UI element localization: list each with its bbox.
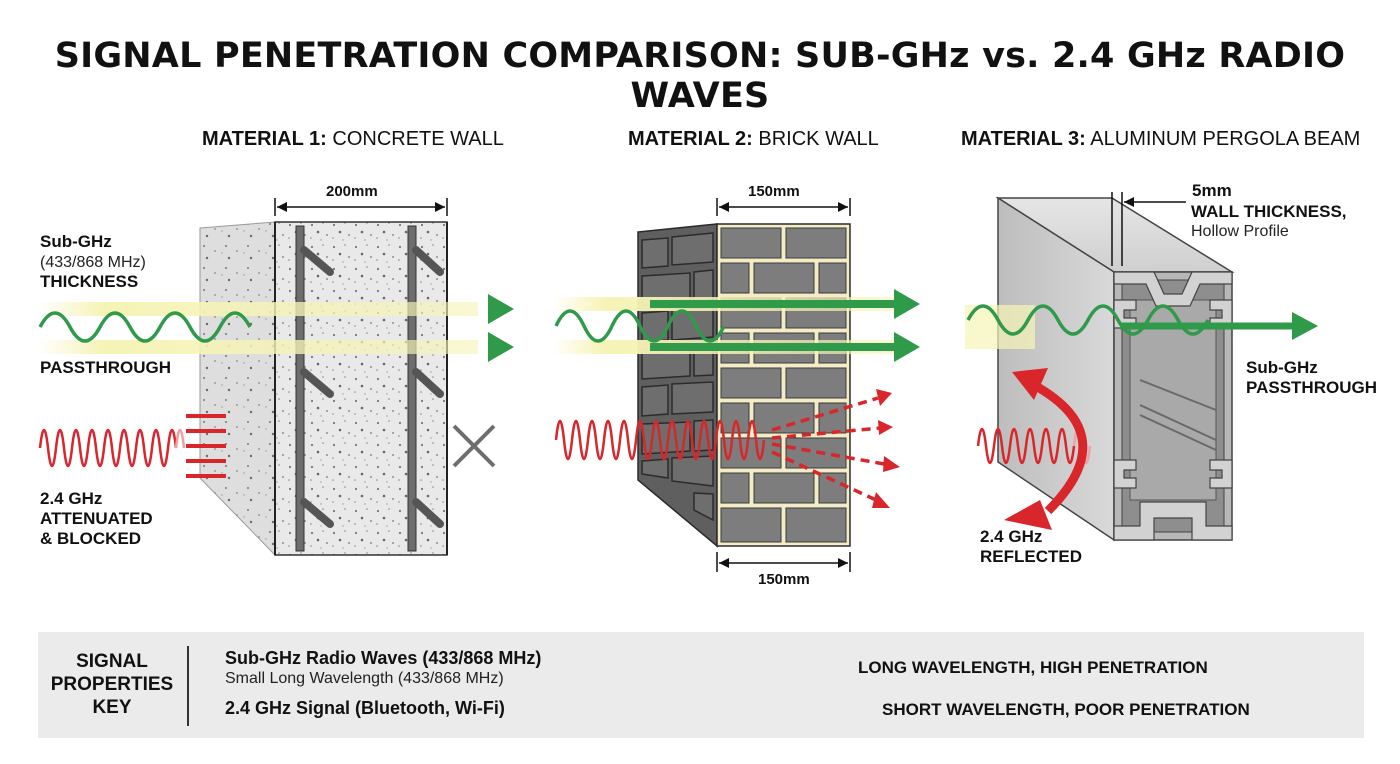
key-line: SIGNAL bbox=[76, 651, 148, 672]
brick-dimension-bottom bbox=[716, 552, 851, 572]
thickness-label: THICKNESS bbox=[40, 272, 139, 291]
material-prefix: MATERIAL 1: bbox=[202, 128, 327, 150]
material-heading-aluminum: MATERIAL 3: ALUMINUM PERGOLA BEAM bbox=[961, 128, 1360, 151]
brick-dimension-bottom-label: 150mm bbox=[758, 571, 810, 588]
key-line: PROPERTIES bbox=[50, 674, 174, 695]
arrow-right-icon bbox=[1292, 312, 1318, 340]
passthrough-label: PASSTHROUGH bbox=[40, 358, 171, 377]
legend-long-description: LONG WAVELENGTH, HIGH PENETRATION bbox=[858, 658, 1208, 677]
aluminum-subghz-label: Sub-GHz bbox=[1246, 358, 1318, 377]
subghz-frequency: (433/868 MHz) bbox=[40, 254, 146, 271]
cross-icon bbox=[452, 424, 496, 468]
material-name: ALUMINUM PERGOLA BEAM bbox=[1090, 128, 1361, 150]
material-name: CONCRETE WALL bbox=[332, 128, 504, 150]
dashed-arrow-icon bbox=[883, 456, 900, 472]
brick-ghz-signal bbox=[554, 389, 900, 508]
reflected-label: REFLECTED bbox=[980, 547, 1082, 566]
rebar bbox=[295, 225, 444, 552]
arrow-right-icon bbox=[488, 294, 514, 324]
blocked-label: & BLOCKED bbox=[40, 529, 142, 548]
curved-double-arrow-icon bbox=[1004, 368, 1088, 530]
aluminum-ghz-signal bbox=[976, 368, 1092, 530]
arrow-right-icon bbox=[894, 332, 920, 362]
page-title: SIGNAL PENETRATION COMPARISON: SUB-GHz v… bbox=[54, 36, 1346, 116]
concrete-dimension-line bbox=[274, 198, 448, 216]
concrete-subghz-signal bbox=[38, 294, 514, 362]
material-heading-brick: MATERIAL 2: BRICK WALL bbox=[628, 128, 879, 151]
dashed-arrow-icon bbox=[872, 492, 890, 508]
brick-dimension-top bbox=[716, 198, 851, 216]
aluminum-dimension-note: Hollow Profile bbox=[1191, 223, 1289, 240]
aluminum-ghz-label: 2.4 GHz bbox=[980, 527, 1043, 546]
brick-subghz-signal bbox=[553, 289, 920, 362]
material-prefix: MATERIAL 3: bbox=[961, 128, 1086, 150]
dashed-arrow-icon bbox=[876, 389, 892, 406]
aluminum-subghz-signal bbox=[965, 304, 1318, 349]
legend-subghz-title: Sub-GHz Radio Waves (433/868 MHz) bbox=[225, 648, 542, 668]
key-line: KEY bbox=[92, 697, 132, 718]
legend-subghz-subtitle: Small Long Wavelength (433/868 MHz) bbox=[225, 670, 504, 687]
concrete-dimension-label: 200mm bbox=[326, 183, 378, 200]
brick-wall bbox=[553, 198, 920, 572]
attenuated-label: ATTENUATED bbox=[40, 509, 153, 528]
ghz-label: 2.4 GHz bbox=[40, 489, 103, 508]
concrete-ghz-signal bbox=[38, 414, 496, 478]
aluminum-dimension-value: 5mm bbox=[1192, 181, 1232, 200]
aluminum-dimension-label: WALL THICKNESS, bbox=[1191, 202, 1347, 221]
brick-dimension-top-label: 150mm bbox=[748, 183, 800, 200]
concrete-wall bbox=[38, 198, 514, 557]
dashed-arrow-icon bbox=[878, 420, 893, 435]
material-name: BRICK WALL bbox=[758, 128, 879, 150]
legend-short-description: SHORT WAVELENGTH, POOR PENETRATION bbox=[882, 700, 1250, 719]
arrow-right-icon bbox=[488, 332, 514, 362]
aluminum-dimension bbox=[1111, 192, 1186, 266]
legend-divider bbox=[187, 646, 189, 726]
subghz-label: Sub-GHz bbox=[40, 232, 112, 251]
aluminum-passthrough-label: PASSTHROUGH bbox=[1246, 378, 1377, 397]
material-prefix: MATERIAL 2: bbox=[628, 128, 753, 150]
legend-panel bbox=[38, 632, 1364, 738]
legend-key-title: SIGNAL PROPERTIES KEY bbox=[50, 650, 174, 719]
legend-ghz-title: 2.4 GHz Signal (Bluetooth, Wi-Fi) bbox=[225, 698, 505, 718]
aluminum-beam bbox=[965, 192, 1318, 542]
material-heading-concrete: MATERIAL 1: CONCRETE WALL bbox=[202, 128, 504, 151]
arrow-right-icon bbox=[894, 289, 920, 319]
